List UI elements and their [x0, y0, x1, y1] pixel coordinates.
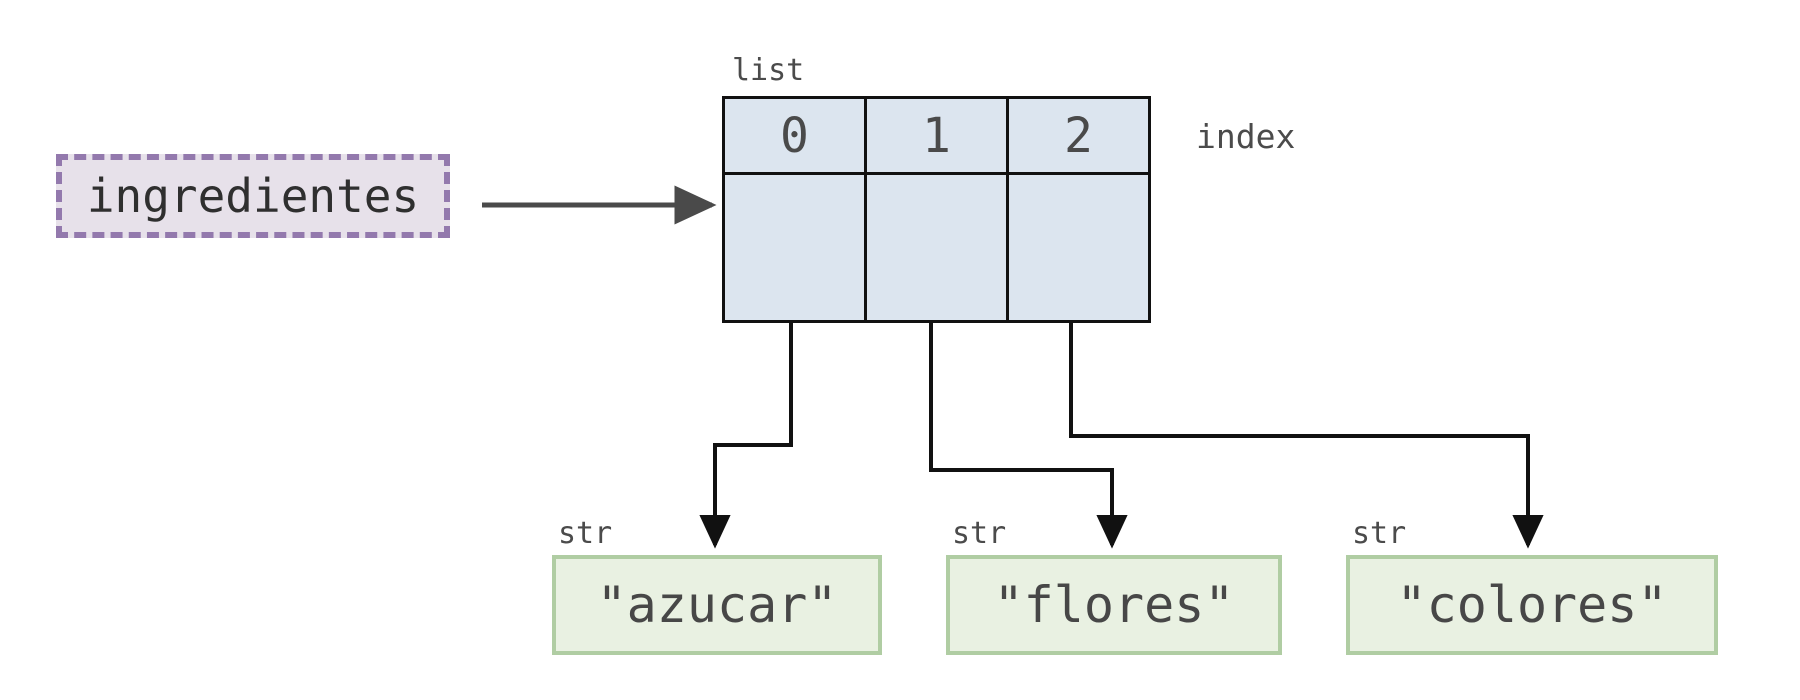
element-arrow-1	[929, 322, 1128, 549]
str-type-label-0: str	[558, 516, 613, 551]
str-value-2: "colores"	[1396, 576, 1668, 634]
list-index-cell-2[interactable]: 2	[1006, 96, 1151, 175]
list-index-cell-0[interactable]: 0	[722, 96, 867, 175]
str-value-0: "azucar"	[596, 576, 838, 634]
index-caption: index	[1196, 117, 1296, 156]
str-type-label-2: str	[1352, 516, 1407, 551]
list-index-row: 0 1 2	[722, 96, 1151, 175]
str-object-azucar[interactable]: str "azucar"	[552, 519, 882, 655]
list-type-label: list	[732, 53, 805, 88]
str-type-label-1: str	[952, 516, 1007, 551]
list-index-cell-1[interactable]: 1	[864, 96, 1009, 175]
element-arrow-2	[1069, 322, 1544, 549]
list-slot-row	[722, 172, 1151, 323]
variable-name-label: ingredientes	[86, 169, 420, 223]
str-value-1: "flores"	[993, 576, 1235, 634]
list-slot-cell-2[interactable]	[1006, 172, 1151, 323]
list-slot-cell-0[interactable]	[722, 172, 867, 323]
str-object-flores[interactable]: str "flores"	[946, 519, 1282, 655]
list-object[interactable]: list 0 1 2	[722, 56, 1151, 323]
str-object-colores[interactable]: str "colores"	[1346, 519, 1718, 655]
list-slot-cell-1[interactable]	[864, 172, 1009, 323]
list-table: 0 1 2	[722, 96, 1151, 323]
variable-box-ingredientes[interactable]: ingredientes	[56, 154, 450, 238]
element-arrow-0	[699, 322, 793, 549]
